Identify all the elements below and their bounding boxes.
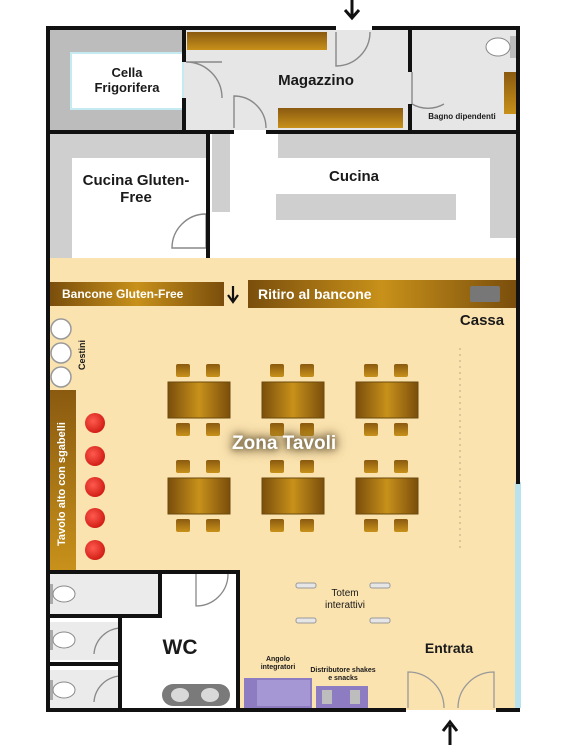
stools	[85, 413, 105, 560]
chair-icon	[394, 423, 408, 436]
chair-icon	[300, 460, 314, 473]
angolo-integratori-inner	[257, 680, 310, 706]
cucina-island	[276, 194, 456, 220]
totem-icons	[295, 582, 391, 624]
entrata-label: Entrata	[424, 640, 474, 656]
table-icon	[261, 381, 325, 419]
cucina-gf-counter-top	[72, 134, 208, 158]
stool-icon	[85, 446, 105, 466]
cella-shelf-bottom	[70, 110, 184, 130]
chair-icon	[364, 460, 378, 473]
chair-icon	[270, 460, 284, 473]
stool-icon	[85, 413, 105, 433]
chair-icon	[176, 364, 190, 377]
walls	[46, 26, 520, 712]
chair-icon	[300, 519, 314, 532]
distributore-slot	[350, 690, 360, 704]
chair-icon	[176, 460, 190, 473]
bancone-gf-bar	[50, 282, 224, 306]
cestini-label: Cestini	[77, 339, 87, 370]
toilet-icon	[48, 584, 76, 700]
door-arc-icon	[411, 72, 445, 109]
cassa-label: Cassa	[459, 312, 505, 329]
magazzino-shelf-bottom	[278, 108, 403, 128]
arrow-up-icon	[441, 719, 459, 745]
stool-icon	[85, 508, 105, 528]
tavolo-alto-label: Tavolo alto con sgabelli	[56, 422, 68, 546]
sink-icon	[162, 684, 230, 706]
table-icon	[355, 381, 419, 419]
chair-icon	[394, 519, 408, 532]
bancone-gf-label: Bancone Gluten-Free	[62, 287, 184, 301]
bin-icon	[50, 318, 72, 388]
chair-icon	[176, 423, 190, 436]
table-icon	[261, 477, 325, 515]
chair-icon	[364, 423, 378, 436]
door-arc-icon	[93, 627, 121, 655]
cella-shelf-top	[70, 30, 184, 52]
magazzino-shelf-top	[187, 32, 327, 50]
magazzino-label: Magazzino	[278, 72, 354, 89]
cucina-counter-right	[490, 158, 516, 238]
entrance-doors	[407, 671, 495, 709]
cucina-counter-top	[278, 134, 516, 158]
totem-label: Totem interattivi	[324, 588, 365, 611]
table-icon	[167, 477, 231, 515]
cucina-gf-label: Cucina Gluten-Free	[82, 172, 190, 207]
chair-icon	[270, 519, 284, 532]
table-icon	[355, 477, 419, 515]
door-arc-icon	[195, 573, 229, 607]
chair-icon	[270, 364, 284, 377]
tavolo-alto	[50, 390, 76, 570]
arrow-down-icon	[227, 286, 239, 304]
cucina-counter-left	[212, 134, 230, 212]
chair-icon	[394, 364, 408, 377]
right-window	[515, 482, 521, 708]
wc-label: WC	[162, 636, 198, 659]
chair-icon	[394, 460, 408, 473]
door-arc-icon	[335, 31, 371, 67]
door-arc-icon	[171, 213, 207, 249]
cella-frigorifera-label: Cella Frigorifera	[94, 65, 160, 95]
arrow-down-icon	[343, 0, 361, 21]
cucina-label: Cucina	[328, 168, 379, 185]
cucina-gf-counter-left	[48, 134, 72, 258]
cella-shelf	[48, 30, 70, 130]
chair-icon	[206, 423, 220, 436]
chair-icon	[176, 519, 190, 532]
tables	[167, 364, 419, 532]
ritiro-label: Ritiro al bancone	[258, 286, 372, 302]
bagno-dipendenti-label: Bagno dipendenti	[428, 112, 496, 121]
chair-icon	[300, 364, 314, 377]
chair-icon	[364, 364, 378, 377]
chair-icon	[206, 460, 220, 473]
angolo-integratori-label: Angolo integratori	[260, 656, 296, 672]
bagno-shelf	[504, 72, 516, 114]
chair-icon	[206, 364, 220, 377]
door-arc-icon	[185, 61, 223, 99]
cash-register	[470, 286, 500, 302]
distributore-label: Distributore shakes e snacks	[310, 667, 376, 683]
distributore-slot	[322, 690, 332, 704]
chair-icon	[300, 423, 314, 436]
chair-icon	[206, 519, 220, 532]
stool-icon	[85, 540, 105, 560]
chair-icon	[270, 423, 284, 436]
table-icon	[167, 381, 231, 419]
door-arc-icon	[233, 95, 267, 129]
door-arc-icon	[93, 675, 121, 703]
zona-tavoli-label: Zona Tavoli	[232, 433, 337, 454]
toilet-icon	[485, 36, 516, 58]
stool-icon	[85, 477, 105, 497]
chair-icon	[364, 519, 378, 532]
